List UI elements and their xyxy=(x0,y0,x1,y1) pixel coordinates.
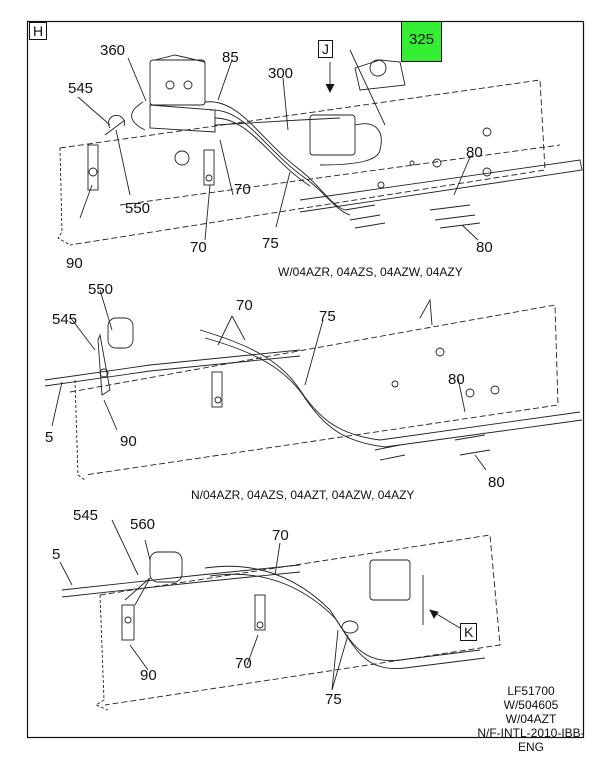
callout-75[interactable]: 75 xyxy=(262,235,279,252)
reference-line: W/04AZT xyxy=(505,712,557,726)
frame-rail-top xyxy=(59,79,546,246)
callout-560[interactable]: 560 xyxy=(130,516,156,533)
valve-assembly-550 xyxy=(107,317,134,349)
view-label-k: K xyxy=(460,623,478,641)
callout-75[interactable]: 75 xyxy=(325,691,342,708)
callout-70[interactable]: 70 xyxy=(272,527,289,544)
callout-70[interactable]: 70 xyxy=(234,181,251,198)
reference-line: LF51700 xyxy=(507,684,555,698)
valve-assembly-325 xyxy=(309,114,356,156)
callout-90[interactable]: 90 xyxy=(120,433,137,450)
sheet-label-h: H xyxy=(29,22,48,40)
top-panel-caption: W/04AZR, 04AZS, 04AZW, 04AZY xyxy=(278,265,463,279)
callout-5[interactable]: 5 xyxy=(45,429,54,446)
valve-assembly-560 xyxy=(149,551,183,583)
callout-80[interactable]: 80 xyxy=(488,474,505,491)
callout-360[interactable]: 360 xyxy=(100,42,126,59)
top-panel-illustration xyxy=(57,49,583,246)
callout-80[interactable]: 80 xyxy=(448,371,465,388)
callout-545[interactable]: 545 xyxy=(68,80,94,97)
callout-80[interactable]: 80 xyxy=(476,239,493,256)
callout-90[interactable]: 90 xyxy=(66,255,83,272)
callout-550[interactable]: 550 xyxy=(88,281,114,298)
valve-assembly-360 xyxy=(149,59,206,106)
diagram-frame xyxy=(26,20,585,739)
reference-line: N/F-INTL-2010-IBB-ENG xyxy=(477,726,585,754)
callout-70[interactable]: 70 xyxy=(236,297,253,314)
callout-75[interactable]: 75 xyxy=(319,308,336,325)
bottom-panel-illustration xyxy=(59,519,501,711)
callout-70[interactable]: 70 xyxy=(235,655,252,672)
callout-85[interactable]: 85 xyxy=(222,49,239,66)
reference-block: LF51700 W/504605 W/04AZT N/F-INTL-2010-I… xyxy=(476,684,586,754)
callout-545[interactable]: 545 xyxy=(52,311,78,328)
callout-325-highlighted[interactable]: 325 xyxy=(401,21,442,62)
valve-assembly-k xyxy=(369,559,411,601)
callout-80[interactable]: 80 xyxy=(466,144,483,161)
callout-300[interactable]: 300 xyxy=(268,65,294,82)
callout-70[interactable]: 70 xyxy=(190,239,207,256)
reference-line: W/504605 xyxy=(503,698,559,712)
middle-panel-illustration xyxy=(44,289,583,481)
callout-5[interactable]: 5 xyxy=(52,546,61,563)
callout-545[interactable]: 545 xyxy=(73,507,99,524)
callout-90[interactable]: 90 xyxy=(140,667,157,684)
callout-550[interactable]: 550 xyxy=(125,200,151,217)
view-label-j: J xyxy=(318,40,333,58)
middle-panel-caption: N/04AZR, 04AZS, 04AZT, 04AZW, 04AZY xyxy=(191,488,415,502)
